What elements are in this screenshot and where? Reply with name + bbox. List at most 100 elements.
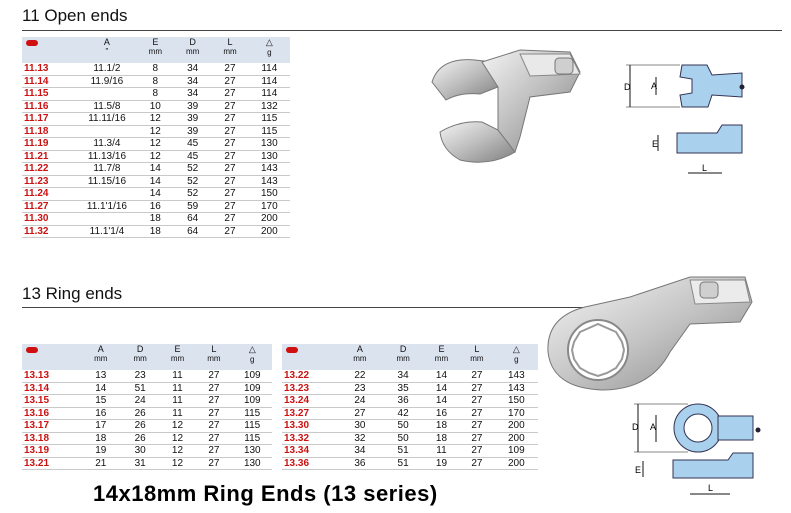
- cell-E: 12: [159, 432, 196, 445]
- cell-D: 39: [173, 112, 212, 126]
- cell-E: 14: [423, 382, 460, 395]
- cell-g: 130: [232, 457, 272, 470]
- cell-E: 16: [423, 407, 460, 420]
- cell-A: 34: [337, 444, 383, 458]
- cell-L: 27: [459, 432, 495, 445]
- cell-g: 143: [248, 162, 290, 176]
- row-code: 11.32: [22, 225, 78, 238]
- cell-D: 52: [173, 175, 212, 188]
- cell-g: 114: [248, 75, 290, 88]
- row-code: 11.17: [22, 112, 78, 126]
- cell-E: 12: [136, 125, 174, 138]
- cell-L: 27: [211, 150, 249, 163]
- row-code: 11.16: [22, 100, 78, 113]
- cell-D: 51: [382, 457, 424, 470]
- diagram-label-L: L: [702, 163, 707, 173]
- cell-A: 11.1/2: [77, 63, 137, 76]
- cell-g: 170: [494, 407, 538, 420]
- open-end-diagram: D A E L: [624, 64, 745, 174]
- cell-D: 42: [382, 407, 424, 420]
- cell-D: 30: [120, 444, 160, 458]
- col-header-g: △g: [248, 37, 290, 63]
- cell-L: 27: [195, 382, 233, 395]
- diagram-label-E: E: [652, 139, 658, 149]
- wrench-icon: [26, 40, 38, 46]
- cell-D: 39: [173, 100, 212, 113]
- code-col-header: [22, 344, 82, 370]
- cell-L: 27: [459, 444, 495, 458]
- cell-A: 22: [337, 370, 383, 383]
- cell-E: 12: [159, 457, 196, 470]
- row-code: 13.32: [282, 432, 338, 445]
- cell-L: 27: [211, 75, 249, 88]
- code-col-header: [22, 37, 78, 63]
- row-code: 11.18: [22, 125, 78, 138]
- row-code: 13.13: [22, 370, 82, 383]
- cell-D: 26: [120, 432, 160, 445]
- cell-A: [77, 187, 137, 201]
- cell-A: 24: [337, 394, 383, 408]
- cell-g: 200: [494, 432, 538, 445]
- cell-L: 27: [211, 175, 249, 188]
- cell-E: 18: [136, 212, 174, 226]
- open-ends-title: 11 Open ends: [22, 6, 128, 25]
- cell-D: 50: [382, 419, 424, 433]
- cell-D: 26: [120, 419, 160, 433]
- row-code: 11.22: [22, 162, 78, 176]
- cell-g: 130: [248, 150, 290, 163]
- cell-A: 11.1'1/4: [77, 225, 137, 238]
- diagram-label-D: D: [624, 82, 631, 92]
- cell-A: 19: [81, 444, 121, 458]
- cell-g: 109: [232, 394, 272, 408]
- cell-L: 27: [211, 137, 249, 151]
- cell-E: 19: [423, 457, 460, 470]
- cell-D: 59: [173, 200, 212, 213]
- ring-ends-title: 13 Ring ends: [22, 284, 123, 303]
- wrench-icon: [26, 347, 38, 353]
- cell-E: 8: [136, 87, 174, 101]
- cell-L: 27: [195, 432, 233, 445]
- cell-L: 27: [195, 457, 233, 470]
- cell-D: 31: [120, 457, 160, 470]
- diagram-label-A: A: [650, 422, 656, 432]
- cell-L: 27: [211, 125, 249, 138]
- col-header-g: △g: [494, 344, 538, 370]
- cell-A: 16: [81, 407, 121, 420]
- cell-g: 143: [494, 382, 538, 395]
- cell-g: 109: [494, 444, 538, 458]
- cell-L: 27: [459, 457, 495, 470]
- cell-g: 132: [248, 100, 290, 113]
- row-code: 11.27: [22, 200, 78, 213]
- cell-g: 115: [248, 125, 290, 138]
- cell-E: 18: [423, 419, 460, 433]
- cell-D: 39: [173, 125, 212, 138]
- cell-E: 8: [136, 63, 174, 76]
- cell-A: 11.7/8: [77, 162, 137, 176]
- cell-A: 11.13/16: [77, 150, 137, 163]
- cell-E: 12: [159, 444, 196, 458]
- cell-D: 35: [382, 382, 424, 395]
- cell-L: 27: [211, 100, 249, 113]
- cell-L: 27: [211, 212, 249, 226]
- cell-D: 51: [382, 444, 424, 458]
